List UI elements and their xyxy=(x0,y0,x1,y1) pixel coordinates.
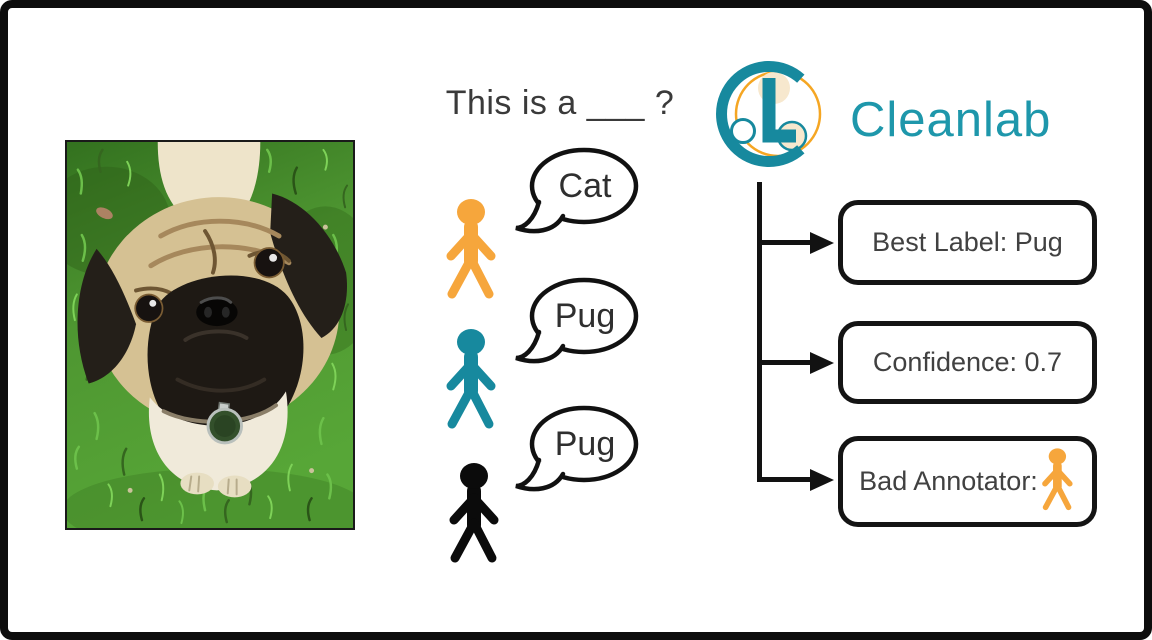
annotator-figure-black xyxy=(446,461,504,567)
flow-arrowhead-2 xyxy=(810,351,834,374)
speech-bubble-pug-2: Pug xyxy=(514,402,642,498)
result-box-best-label: Best Label: Pug xyxy=(838,200,1097,285)
pug-nose xyxy=(196,296,238,327)
flow-arrow-line-1 xyxy=(760,240,812,245)
result-label: Confidence: 0.7 xyxy=(872,347,1063,377)
pug-muzzle xyxy=(147,275,304,441)
grass-blades xyxy=(72,148,350,525)
result-label: Best Label: Pug xyxy=(872,227,1063,257)
bubble-label: Cat xyxy=(558,166,612,205)
annotator-figure-orange xyxy=(443,197,501,303)
speech-bubble-shape xyxy=(515,147,639,234)
result-label: Bad Annotator: xyxy=(859,466,1038,496)
result-box-confidence: Confidence: 0.7 xyxy=(838,321,1097,404)
result-box-bad-annotator: Bad Annotator: xyxy=(838,436,1097,527)
leaf-speck xyxy=(96,207,113,220)
bubble-label: Pug xyxy=(554,424,616,463)
bad-annotator-icon xyxy=(1040,447,1076,513)
annotator-figure-teal xyxy=(443,327,501,433)
flow-arrowhead-3 xyxy=(810,468,834,491)
speech-bubble-pug-1: Pug xyxy=(514,274,642,370)
speech-bubble-shape xyxy=(515,277,639,364)
cleanlab-wordmark: Cleanlab xyxy=(850,93,1052,147)
flow-arrow-line-2 xyxy=(760,360,812,365)
pug-right-ear xyxy=(270,193,348,338)
speech-bubble-cat: Cat xyxy=(514,144,642,240)
pug-tag xyxy=(206,401,244,445)
flow-arrowhead-1 xyxy=(810,231,834,254)
flow-arrow-line-3 xyxy=(760,477,812,482)
muzzle-sheen xyxy=(175,329,267,393)
flow-vertical-line xyxy=(757,182,762,482)
pug-eyes xyxy=(134,247,285,323)
speech-bubble-shape xyxy=(515,405,639,492)
question-title: This is a ___ ? xyxy=(445,84,675,122)
pug-illustration xyxy=(67,142,353,528)
pug-paws xyxy=(180,472,252,498)
pug-left-ear xyxy=(77,248,137,384)
bubble-label: Pug xyxy=(554,296,616,335)
pug-photo xyxy=(65,140,355,530)
cleanlab-logo-icon xyxy=(712,57,838,173)
